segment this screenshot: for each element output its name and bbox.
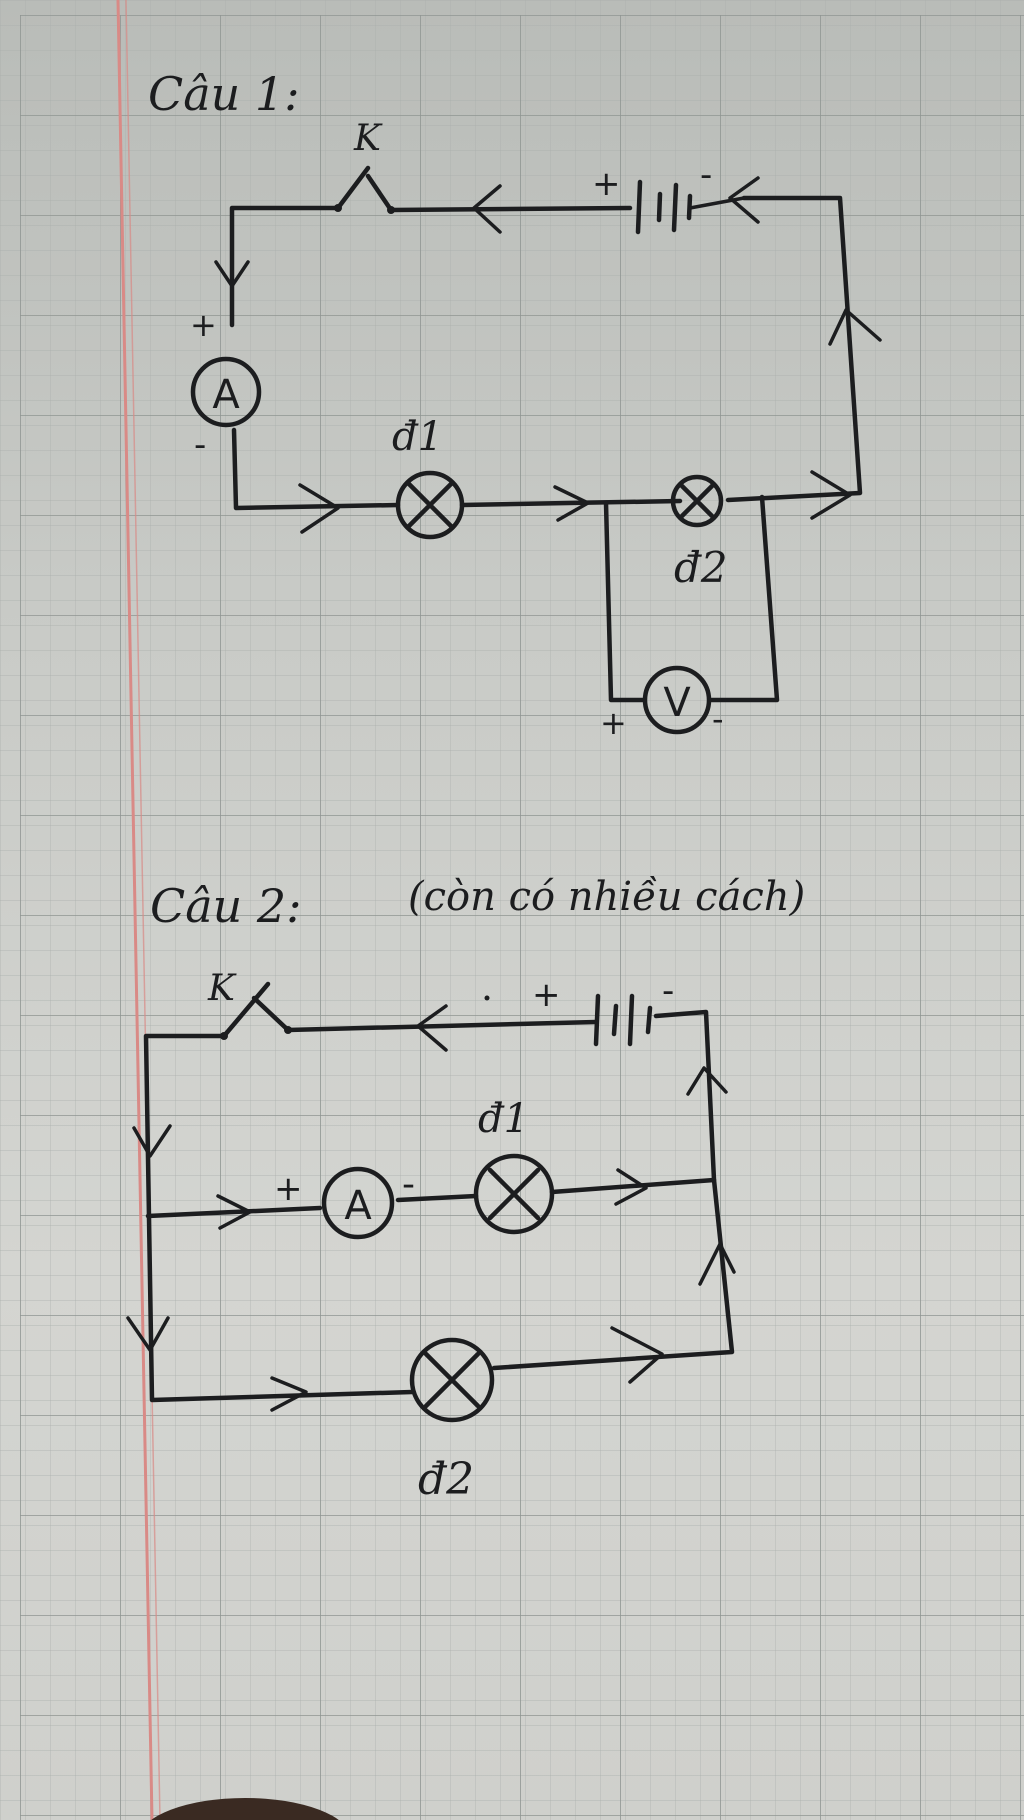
wire-branch-1-right [549,1177,717,1195]
wire-top-2 [285,1019,599,1033]
battery-minus: - [700,155,712,195]
current-arrow-battery [728,176,760,224]
voltmeter-symbol: V [663,680,691,726]
lamp-1-label: đ1 [392,414,443,460]
lamp-2-icon: đ2 [670,474,728,592]
ammeter-minus: - [194,425,206,465]
ammeter-icon-2: A + - [274,1164,415,1240]
switch-label-2: K [207,968,237,1009]
current-arrow-branch-1-right [614,1168,648,1206]
current-arrow-left [214,260,250,288]
lamp-2-label: đ2 [674,543,728,592]
battery-plus-2: + [532,975,561,1015]
lamp-1-icon-2: đ1 [473,1096,555,1235]
current-arrow-right-up-2a [686,1066,728,1096]
switch-label: K [353,118,383,159]
current-arrow-left-2a [132,1124,172,1158]
current-arrow-branch-2 [270,1376,308,1412]
circuit-diagram-2: Câu 2: (còn có nhiều cách) K + - [126,874,805,1505]
voltmeter-minus: - [712,700,724,738]
circuit-diagram-1: Câu 1: K + - [148,67,882,742]
ammeter-symbol: A [212,372,240,418]
switch-k: K [334,118,395,214]
battery-icon: + - [592,155,746,235]
ammeter-plus-2: + [274,1169,303,1209]
switch-k-2: K [207,968,292,1040]
battery-minus-2: - [662,971,674,1011]
lamp-2-label-2: đ2 [418,1454,474,1505]
current-arrow-branch-2-right [610,1326,664,1384]
wire-left-lower [231,427,401,511]
ammeter-icon: A + - [190,306,262,465]
voltmeter-plus: + [600,704,627,742]
current-arrow-right [810,470,852,520]
dark-object [151,1798,339,1820]
lamp-1-label-2: đ1 [478,1096,529,1142]
margin-line [116,0,154,1820]
current-arrow-left-2b [126,1316,170,1352]
wire-top-right [388,205,633,213]
ammeter-symbol-2: A [344,1183,372,1229]
battery-icon-2: + - [484,971,674,1047]
wire-branch-1-left [145,1205,323,1219]
wire-middle [459,498,683,508]
question-2-note: (còn có nhiều cách) [408,874,805,920]
ammeter-minus-2: - [402,1164,415,1205]
current-arrow-bottom-left [298,483,340,534]
current-arrow-middle [553,485,590,522]
lamp-2-icon-2: đ2 [409,1337,495,1505]
current-arrow-top-2 [416,1004,448,1052]
current-arrow-right-up-2b [698,1242,736,1286]
voltmeter-branch [603,494,780,703]
question-2-title: Câu 2: [150,879,302,933]
ammeter-plus: + [190,306,217,344]
current-arrow-right-up [828,308,882,346]
current-arrow-branch-1 [216,1194,252,1230]
wire-branch-1-middle [395,1193,479,1203]
voltmeter-icon: V + - [600,665,724,742]
battery-plus: + [592,164,621,204]
current-arrow-top [472,184,502,234]
wire-right-section [725,195,863,503]
question-1-title: Câu 1: [148,67,300,121]
lamp-1-icon: đ1 [392,414,465,540]
